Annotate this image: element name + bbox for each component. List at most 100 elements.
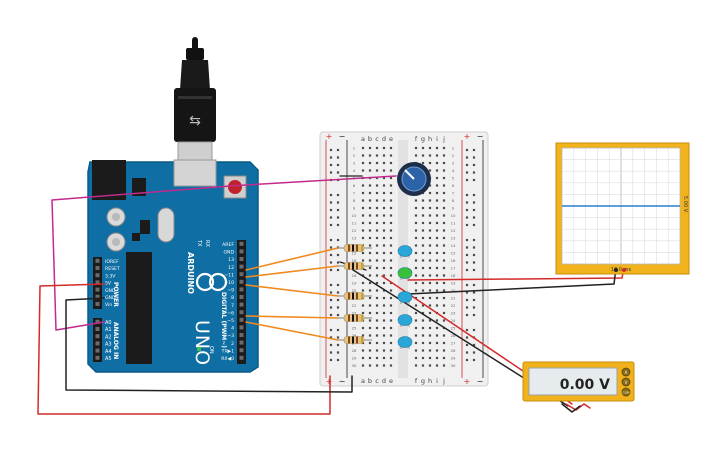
rail-hole[interactable] [472, 343, 476, 347]
rail-hole[interactable] [465, 246, 469, 249]
breadboard-hole[interactable] [375, 251, 379, 255]
breadboard-hole[interactable] [428, 251, 432, 255]
breadboard-hole[interactable] [382, 266, 386, 270]
resistor[interactable] [338, 262, 372, 270]
breadboard-hole[interactable] [361, 229, 365, 232]
wire-orange-pin6[interactable] [245, 315, 339, 319]
breadboard-hole[interactable] [382, 311, 386, 315]
digital-pin[interactable] [239, 317, 244, 322]
breadboard-hole[interactable] [361, 214, 365, 217]
rail-hole[interactable] [472, 171, 476, 174]
breadboard-hole[interactable] [382, 161, 386, 165]
breadboard-hole[interactable] [435, 184, 439, 187]
breadboard-hole[interactable] [382, 221, 386, 225]
breadboard-hole[interactable] [435, 341, 439, 345]
breadboard-hole[interactable] [442, 274, 446, 277]
breadboard-hole[interactable] [428, 161, 432, 165]
breadboard-hole[interactable] [414, 364, 418, 367]
breadboard-hole[interactable] [435, 236, 439, 240]
rail-hole[interactable] [465, 156, 469, 159]
digital-pin[interactable] [239, 272, 244, 277]
rail-hole[interactable] [472, 156, 476, 159]
breadboard-hole[interactable] [442, 161, 446, 165]
oscilloscope[interactable]: 10.0 ms 5.00 V [555, 142, 690, 275]
breadboard-hole[interactable] [414, 356, 418, 360]
breadboard-hole[interactable] [382, 236, 386, 240]
rail-hole[interactable] [472, 291, 476, 294]
breadboard-hole[interactable] [442, 296, 446, 300]
breadboard-hole[interactable] [368, 229, 372, 232]
rail-hole[interactable] [329, 253, 333, 257]
breadboard-hole[interactable] [382, 214, 386, 217]
breadboard-hole[interactable] [361, 199, 365, 202]
breadboard-hole[interactable] [428, 199, 432, 202]
breadboard-hole[interactable] [389, 326, 393, 330]
wire-magenta-pot[interactable] [51, 175, 397, 331]
breadboard-hole[interactable] [428, 169, 432, 172]
breadboard-hole[interactable] [428, 341, 432, 345]
breadboard-hole[interactable] [368, 311, 372, 315]
breadboard-hole[interactable] [428, 259, 432, 262]
breadboard-hole[interactable] [428, 184, 432, 187]
breadboard-hole[interactable] [442, 244, 446, 247]
rail-hole[interactable] [329, 171, 333, 174]
breadboard-hole[interactable] [414, 251, 418, 255]
breadboard-hole[interactable] [389, 214, 393, 217]
rail-hole[interactable] [465, 343, 469, 347]
rail-hole[interactable] [472, 358, 476, 362]
usb-cable[interactable]: ⇆ [174, 37, 216, 163]
breadboard-hole[interactable] [421, 289, 425, 292]
breadboard-hole[interactable] [375, 176, 379, 180]
breadboard-hole[interactable] [368, 169, 372, 172]
rail-hole[interactable] [336, 313, 340, 317]
breadboard-hole[interactable] [428, 326, 432, 330]
breadboard-hole[interactable] [368, 349, 372, 352]
breadboard-hole[interactable] [389, 161, 393, 165]
rail-hole[interactable] [472, 246, 476, 249]
rail-hole[interactable] [329, 156, 333, 159]
breadboard-hole[interactable] [414, 154, 418, 157]
breadboard-hole[interactable] [361, 304, 365, 307]
rail-hole[interactable] [472, 351, 476, 354]
breadboard-hole[interactable] [435, 176, 439, 180]
rail-hole[interactable] [336, 261, 340, 264]
digital-pin[interactable] [239, 355, 244, 360]
breadboard-hole[interactable] [361, 289, 365, 292]
breadboard-hole[interactable] [382, 274, 386, 277]
rail-hole[interactable] [472, 178, 476, 182]
breadboard-hole[interactable] [428, 221, 432, 225]
wires[interactable] [37, 175, 625, 415]
breadboard-hole[interactable] [382, 191, 386, 195]
breadboard-hole[interactable] [382, 304, 386, 307]
breadboard-hole[interactable] [389, 191, 393, 195]
breadboard-hole[interactable] [421, 199, 425, 202]
breadboard-hole[interactable] [421, 221, 425, 225]
breadboard-hole[interactable] [382, 244, 386, 247]
breadboard-hole[interactable] [421, 154, 425, 157]
power-pin[interactable] [95, 294, 100, 299]
breadboard-hole[interactable] [389, 176, 393, 180]
rail-hole[interactable] [329, 163, 333, 167]
breadboard-hole[interactable] [361, 311, 365, 315]
multimeter-terminal-a[interactable]: A [621, 367, 631, 377]
breadboard-hole[interactable] [375, 199, 379, 202]
breadboard-hole[interactable] [368, 274, 372, 277]
digital-pin[interactable] [239, 340, 244, 345]
rail-hole[interactable] [465, 328, 469, 332]
rail-hole[interactable] [336, 201, 340, 204]
breadboard-hole[interactable] [382, 289, 386, 292]
breadboard-hole[interactable] [442, 319, 446, 322]
rail-hole[interactable] [329, 193, 333, 197]
digital-pin[interactable] [239, 333, 244, 337]
breadboard-hole[interactable] [414, 259, 418, 262]
breadboard-hole[interactable] [421, 349, 425, 352]
rail-hole[interactable] [329, 283, 333, 287]
led[interactable] [397, 245, 413, 259]
breadboard-hole[interactable] [421, 364, 425, 367]
breadboard-hole[interactable] [375, 161, 379, 165]
rail-hole[interactable] [329, 328, 333, 332]
resistors[interactable] [338, 244, 372, 344]
breadboard-hole[interactable] [375, 259, 379, 262]
breadboard-hole[interactable] [442, 221, 446, 225]
breadboard-hole[interactable] [421, 236, 425, 240]
